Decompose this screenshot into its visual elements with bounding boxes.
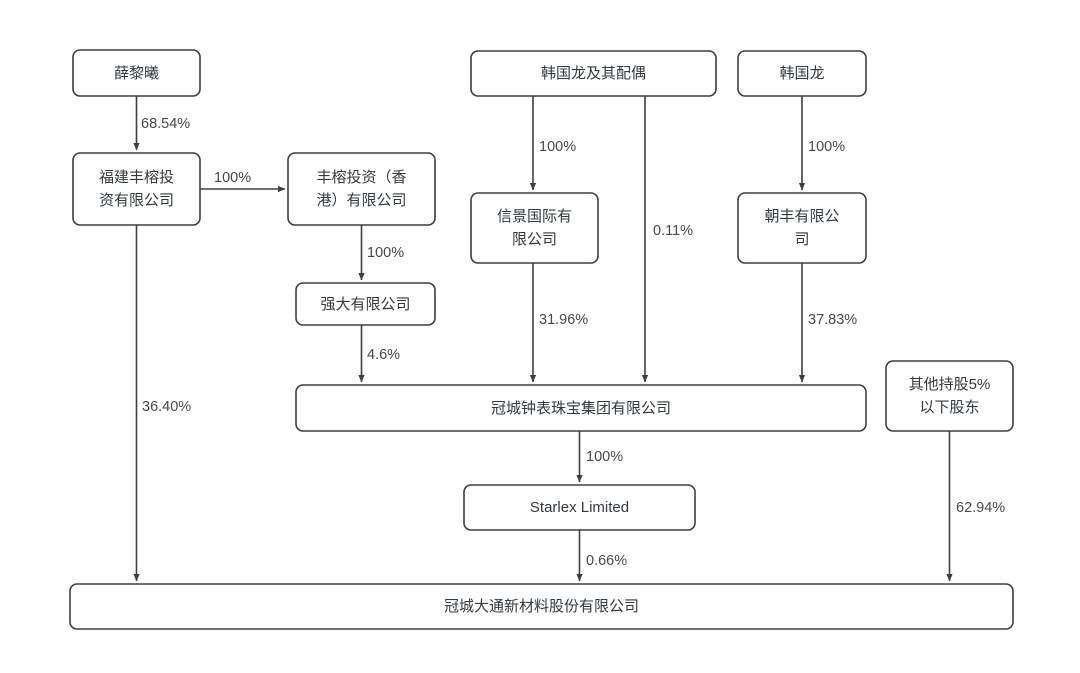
edge-label-group-starlex-100: 100% [586, 449, 623, 465]
node-box-han-spouse[interactable] [470, 50, 717, 97]
node-xinjing[interactable]: 信景国际有 限公司 [470, 192, 599, 264]
node-han-spouse[interactable]: 韩国龙及其配偶 [470, 50, 717, 97]
node-listco[interactable]: 冠城大通新材料股份有限公司 [69, 583, 1014, 630]
node-label-han-spouse: 韩国龙及其配偶 [541, 65, 646, 82]
node-label-qiangda: 强大有限公司 [320, 296, 410, 313]
nodes-layer: 薛黎曦 福建丰榕投 资有限公司 丰榕投资（香 港）有限公司 强大有限公司 [69, 49, 1014, 630]
node-label-hk-line2: 港）有限公司 [316, 192, 406, 209]
node-box-xue[interactable] [72, 49, 201, 97]
node-group[interactable]: 冠城钟表珠宝集团有限公司 [295, 384, 867, 432]
node-others[interactable]: 其他持股5% 以下股东 [885, 360, 1014, 432]
node-xue[interactable]: 薛黎曦 [72, 49, 201, 97]
edge-label-31-96: 31.96% [539, 312, 588, 328]
node-box-listco[interactable] [69, 583, 1014, 630]
node-label-chaofeng-line1: 朝丰有限公 [764, 208, 839, 225]
edge-label-37-83: 37.83% [808, 312, 857, 328]
node-qiangda[interactable]: 强大有限公司 [295, 282, 436, 326]
node-box-fujian[interactable] [72, 152, 201, 226]
node-box-others[interactable] [885, 360, 1014, 432]
node-box-xinjing[interactable] [470, 192, 599, 264]
node-label-chaofeng-line2: 司 [794, 231, 809, 248]
edge-label-4-6: 4.6% [367, 347, 400, 363]
edge-labels-layer: 68.54% 100% 100% 4.6% 36.40% 100% 31.96%… [141, 116, 1005, 569]
node-starlex[interactable]: Starlex Limited [463, 484, 696, 531]
node-label-xue: 薛黎曦 [114, 65, 159, 82]
node-han[interactable]: 韩国龙 [737, 50, 867, 97]
edge-label-han-chaofeng-100: 100% [808, 139, 845, 155]
edge-label-hanspouse-xinjing-100: 100% [539, 139, 576, 155]
edge-label-62-94: 62.94% [956, 500, 1005, 516]
node-label-fujian-line2: 资有限公司 [99, 192, 174, 209]
node-hk[interactable]: 丰榕投资（香 港）有限公司 [287, 152, 436, 226]
edge-label-0-11: 0.11% [653, 223, 693, 239]
node-box-hk[interactable] [287, 152, 436, 226]
node-chaofeng[interactable]: 朝丰有限公 司 [737, 192, 867, 264]
node-label-others-line2: 以下股东 [919, 399, 979, 416]
edge-label-0-66: 0.66% [586, 553, 627, 569]
node-label-fujian-line1: 福建丰榕投 [99, 169, 174, 186]
node-label-han: 韩国龙 [779, 65, 824, 82]
node-fujian[interactable]: 福建丰榕投 资有限公司 [72, 152, 201, 226]
edge-label-36-40: 36.40% [142, 399, 191, 415]
node-label-starlex: Starlex Limited [530, 499, 629, 516]
node-label-xinjing-line2: 限公司 [512, 231, 557, 248]
node-box-han[interactable] [737, 50, 867, 97]
edge-label-hk-qiangda-100: 100% [367, 245, 404, 261]
node-box-qiangda[interactable] [295, 282, 436, 326]
node-box-starlex[interactable] [463, 484, 696, 531]
edge-label-68-54: 68.54% [141, 116, 190, 132]
node-label-xinjing-line1: 信景国际有 [497, 208, 572, 225]
node-label-group: 冠城钟表珠宝集团有限公司 [491, 400, 671, 417]
node-label-others-line1: 其他持股5% [909, 376, 991, 393]
node-box-group[interactable] [295, 384, 867, 432]
node-box-chaofeng[interactable] [737, 192, 867, 264]
node-label-listco: 冠城大通新材料股份有限公司 [444, 598, 639, 615]
node-label-hk-line1: 丰榕投资（香 [316, 169, 406, 186]
edges-layer [133, 96, 953, 582]
edge-label-fujian-hk-100: 100% [214, 170, 251, 186]
